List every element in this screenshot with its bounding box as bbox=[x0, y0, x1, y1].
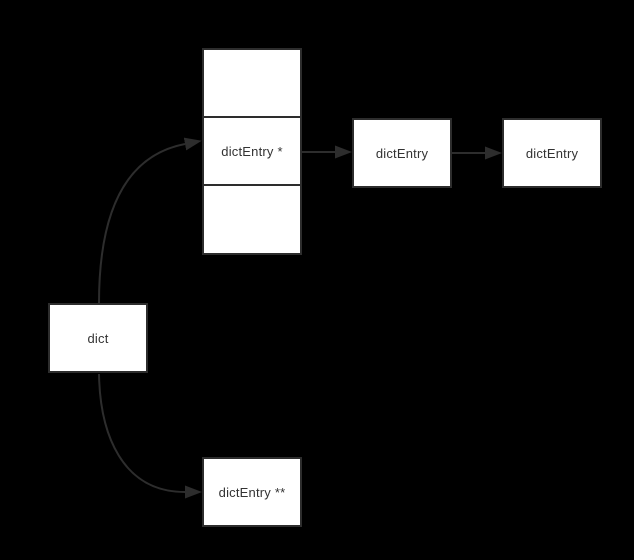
edge-dict-to-entry-double-ptr bbox=[98, 373, 202, 499]
node-bucket-top bbox=[202, 48, 302, 118]
node-dictentry-1: dictEntry bbox=[352, 118, 452, 188]
node-bucket-mid: dictEntry * bbox=[202, 116, 302, 186]
edge-dict-to-bucket-mid bbox=[98, 137, 202, 304]
node-dictentry-1-label: dictEntry bbox=[375, 145, 429, 161]
node-bucket-bottom bbox=[202, 184, 302, 255]
node-dict: dict bbox=[48, 303, 148, 373]
node-dictentry-2-label: dictEntry bbox=[525, 145, 579, 161]
node-dictentry-double-ptr-label: dictEntry ** bbox=[218, 484, 286, 500]
node-dictentry-double-ptr: dictEntry ** bbox=[202, 457, 302, 527]
node-bucket-mid-label: dictEntry * bbox=[221, 143, 283, 159]
node-dictentry-2: dictEntry bbox=[502, 118, 602, 188]
node-dict-label: dict bbox=[87, 330, 109, 346]
